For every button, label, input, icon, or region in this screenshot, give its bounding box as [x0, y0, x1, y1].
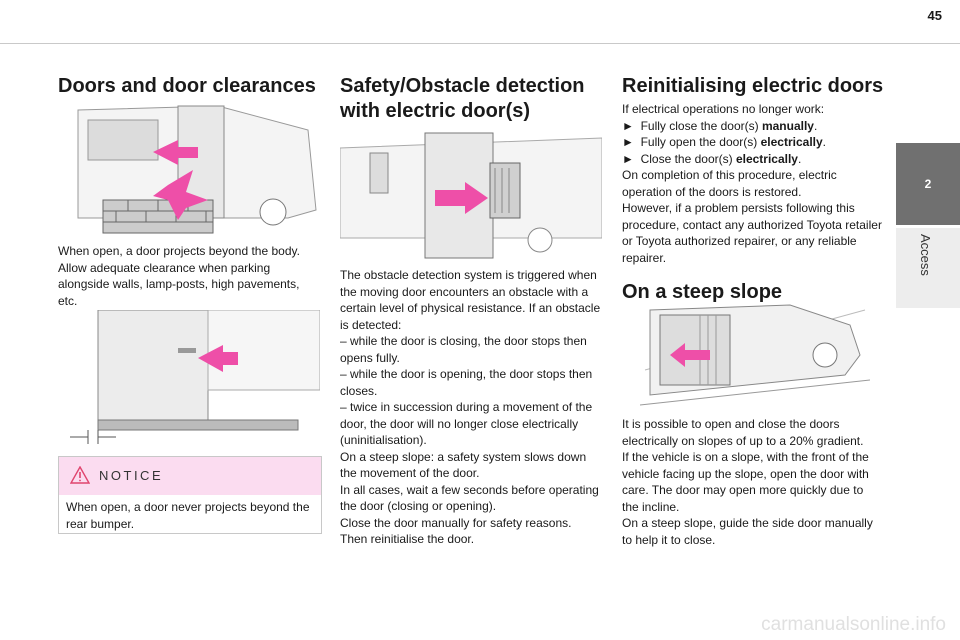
heading-obstacle-detection-line1: Safety/Obstacle detection [340, 75, 585, 97]
obstacle-line-14: In all cases, wait a few seconds before … [340, 482, 599, 497]
obstacle-line-4: is detected: [340, 317, 402, 332]
heading-steep-slope: On a steep slope [622, 281, 783, 303]
chapter-tab-number[interactable]: 2 [896, 143, 960, 225]
clearance-paragraph: When open, a door projects beyond the bo… [58, 244, 300, 308]
obstacle-line-1: The obstacle detection system is trigger… [340, 268, 597, 282]
warning-triangle-icon [70, 466, 90, 484]
slope-line-7: On a steep slope, guide the side door ma… [622, 516, 873, 530]
bullet-arrow-icon: ► [622, 135, 634, 149]
obstacle-line-8: closes. [340, 383, 378, 398]
column-doors-clearances: Doors and door clearances [58, 74, 320, 99]
slope-line-5: care. The door may open more quickly due… [622, 483, 864, 497]
clearance-paragraph-block: When open, a door projects beyond the bo… [58, 243, 320, 309]
heading-reinitialising: Reinitialising electric doors [622, 75, 884, 97]
reinit-step-2: ► Fully open the door(s) electrically. [622, 135, 827, 149]
header-rule [0, 43, 960, 44]
slope-line-8: to help it to close. [622, 532, 716, 547]
reinit-step-3: ► Close the door(s) electrically. [622, 151, 802, 166]
column-reinitialising: Reinitialising electric doors If electri… [622, 74, 892, 305]
notice-box: NOTICE When open, a door never projects … [58, 456, 322, 534]
column-obstacle-detection: Safety/Obstacle detection with electric … [340, 74, 610, 124]
chapter-tab-label[interactable]: Access [896, 228, 960, 308]
slope-line-3: If the vehicle is on a slope, with the f… [622, 450, 869, 464]
obstacle-line-6: opens fully. [340, 350, 400, 365]
obstacle-line-5: – while the door is closing, the door st… [340, 334, 587, 348]
obstacle-line-2: the moving door encounters an obstacle w… [340, 284, 589, 299]
page-number: 45 [927, 8, 942, 23]
heading-doors-clearances: Doors and door clearances [58, 75, 316, 97]
reinit-intro: If electrical operations no longer work: [622, 102, 825, 116]
reinit-after-5: or Toyota authorized repairer, or any re… [622, 234, 857, 248]
chapter-title: Access [918, 234, 933, 276]
obstacle-line-9: – twice in succession during a movement … [340, 400, 593, 414]
obstacle-line-10: door, the door will no longer close elec… [340, 416, 579, 431]
reinit-after-4: procedure, contact any authorized Toyota… [622, 217, 882, 232]
heading-obstacle-detection-line2: with electric door(s) [340, 100, 531, 122]
obstacle-line-12: On a steep slope: a safety system slows … [340, 449, 587, 464]
notice-title: NOTICE [99, 468, 164, 483]
obstacle-line-16: Close the door manually for safety reaso… [340, 515, 572, 530]
figure-van-on-slope [640, 304, 870, 406]
slope-text-block: It is possible to open and close the doo… [622, 416, 892, 548]
slope-line-4: vehicle facing up the slope, open the do… [622, 466, 869, 481]
obstacle-line-3: certain level of physical resistance. If… [340, 301, 601, 315]
bullet-arrow-icon: ► [622, 118, 634, 133]
obstacle-line-17: Then reinitialise the door. [340, 532, 475, 546]
figure-van-obstacle-detection [340, 132, 602, 259]
obstacle-line-15: the door (closing or opening). [340, 499, 497, 513]
reinit-after-1: On completion of this procedure, electri… [622, 168, 837, 182]
obstacle-line-11: (uninitialisation). [340, 433, 427, 447]
reinit-step-1: ► Fully close the door(s) manually. [622, 118, 818, 133]
bullet-arrow-icon: ► [622, 151, 634, 166]
figure-van-rear-door-wall [77, 105, 317, 234]
obstacle-line-13: the movement of the door. [340, 466, 480, 480]
watermark: carmanualsonline.info [761, 614, 946, 635]
slope-line-6: the incline. [622, 499, 680, 514]
reinit-after-2: operation of the doors is restored. [622, 184, 802, 199]
obstacle-line-7: – while the door is opening, the door st… [340, 367, 593, 381]
slope-line-2: electrically on slopes of up to a 20% gr… [622, 433, 864, 448]
slope-line-1: It is possible to open and close the doo… [622, 417, 840, 431]
notice-header: NOTICE [59, 457, 321, 495]
reinit-after-3: However, if a problem persists following… [622, 201, 855, 215]
reinit-after-6: repairer. [622, 250, 667, 265]
obstacle-text-block: The obstacle detection system is trigger… [340, 267, 610, 548]
figure-van-door-clearance [70, 310, 320, 444]
notice-text: When open, a door never projects beyond … [66, 500, 310, 531]
